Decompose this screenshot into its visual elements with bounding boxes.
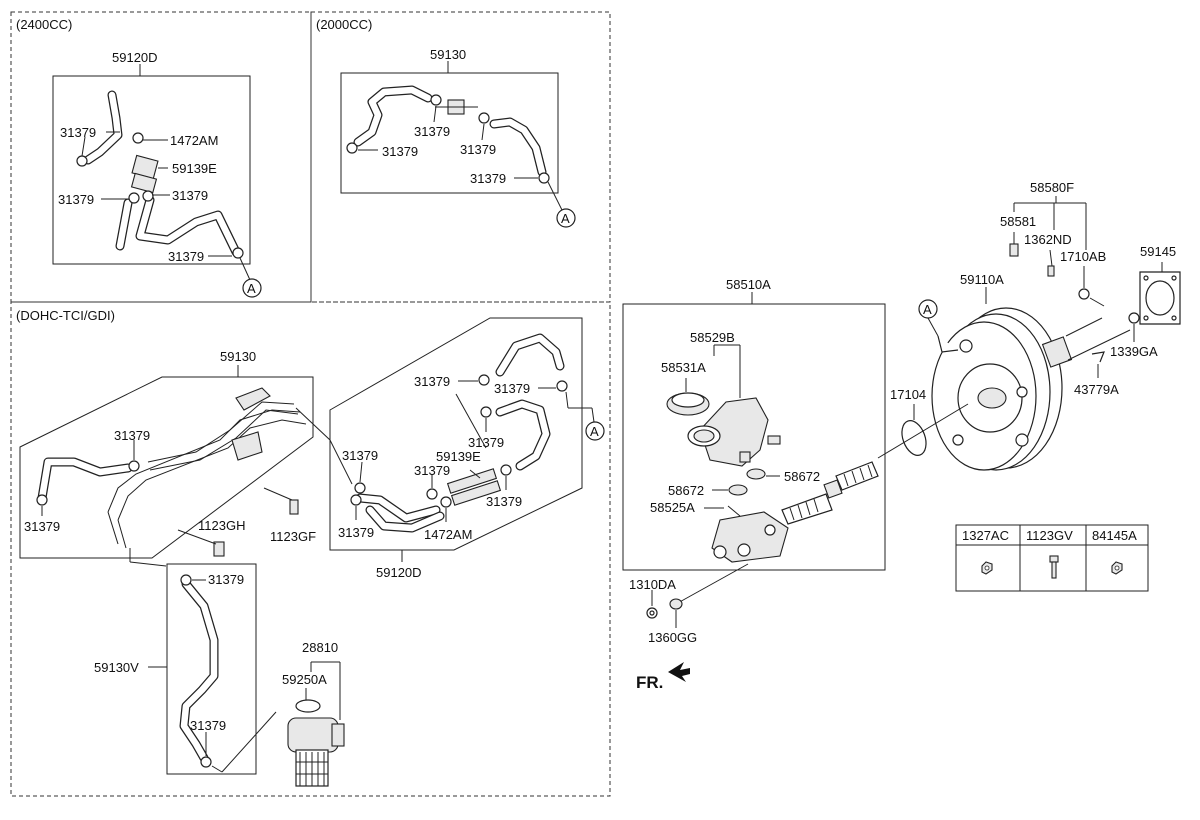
- label-58580F: 58580F: [1030, 180, 1074, 195]
- label-31379-b2: 31379: [414, 124, 450, 139]
- label-58529B: 58529B: [690, 330, 735, 345]
- callout-a-4: A: [923, 302, 932, 317]
- frame-2400cc: [10, 11, 312, 303]
- label-31379-a3: 31379: [172, 188, 208, 203]
- label-31379-c5: 31379: [468, 435, 504, 450]
- section-dohc: (DOHC-TCI/GDI): [16, 308, 115, 323]
- group-2000cc: 59130 31379 31379 31379 31379 A: [340, 47, 576, 228]
- label-1710AB: 1710AB: [1060, 249, 1106, 264]
- section-2400cc: (2400CC): [16, 17, 72, 32]
- label-31379-b4: 31379: [470, 171, 506, 186]
- label-31379-c9: 31379: [338, 525, 374, 540]
- callout-a-2: A: [561, 211, 570, 226]
- fr-indicator: FR.: [636, 662, 690, 692]
- table-header-1327AC: 1327AC: [962, 528, 1009, 543]
- label-59139E-c: 59139E: [436, 449, 481, 464]
- label-31379-c2: 31379: [24, 519, 60, 534]
- label-59120D-top: 59120D: [112, 50, 158, 65]
- group-17104: 17104: [877, 387, 969, 459]
- fr-label: FR.: [636, 673, 663, 692]
- label-59130-c: 59130: [220, 349, 256, 364]
- label-59110A: 59110A: [960, 272, 1004, 287]
- table-header-84145A: 84145A: [1092, 528, 1137, 543]
- label-59139E-a: 59139E: [172, 161, 217, 176]
- group-59110A: 59110A A: [918, 272, 1131, 471]
- label-31379-c10: 31379: [208, 572, 244, 587]
- bolt-head-icon: [1049, 555, 1059, 563]
- bolt-shank-icon: [1051, 561, 1057, 579]
- label-31379-b3: 31379: [460, 142, 496, 157]
- label-58672-b: 58672: [668, 483, 704, 498]
- label-1310DA: 1310DA: [629, 577, 676, 592]
- label-31379-c6: 31379: [342, 448, 378, 463]
- fr-arrow-icon: [668, 662, 690, 682]
- group-28810: 28810 59250A: [282, 640, 345, 787]
- label-31379-a4: 31379: [168, 249, 204, 264]
- label-1472AM-a: 1472AM: [170, 133, 218, 148]
- hardware-table: 1327AC 1123GV 84145A: [955, 524, 1149, 592]
- label-59130V: 59130V: [94, 660, 139, 675]
- label-59250A: 59250A: [282, 672, 327, 687]
- label-31379-c7: 31379: [414, 463, 450, 478]
- label-31379-a2: 31379: [58, 192, 94, 207]
- group-59130V: 59130V 31379 31379: [94, 563, 277, 775]
- label-31379-c3: 31379: [414, 374, 450, 389]
- label-1362ND: 1362ND: [1024, 232, 1072, 247]
- label-31379-b1: 31379: [382, 144, 418, 159]
- label-31379-c11: 31379: [190, 718, 226, 733]
- group-dohc-59120D: 59120D 31379 31379 31379 31379 59139E 31…: [295, 317, 605, 580]
- label-28810: 28810: [302, 640, 338, 655]
- label-1360GG: 1360GG: [648, 630, 697, 645]
- label-43779A: 43779A: [1074, 382, 1119, 397]
- group-fasteners-bottom: 1310DA 1360GG: [629, 563, 749, 645]
- label-1123GF: 1123GF: [270, 529, 316, 544]
- label-58531A: 58531A: [661, 360, 706, 375]
- group-2400cc: 59120D 31379 1472AM 59139E 31379 31379 3…: [52, 50, 262, 298]
- label-1472AM-c: 1472AM: [424, 527, 472, 542]
- label-59120D-c: 59120D: [376, 565, 422, 580]
- callout-a-3: A: [590, 424, 599, 439]
- group-1339GA: 1339GA 43779A: [1074, 312, 1158, 397]
- label-31379-c4: 31379: [494, 381, 530, 396]
- group-dohc-59130: 59130 31379 31379 1123GF 1123GH: [19, 349, 316, 567]
- label-1339GA: 1339GA: [1110, 344, 1158, 359]
- callout-a-1: A: [247, 281, 256, 296]
- label-58672-a: 58672: [784, 469, 820, 484]
- frame-dohc: [10, 301, 611, 797]
- label-31379-c1: 31379: [114, 428, 150, 443]
- label-58510A: 58510A: [726, 277, 771, 292]
- label-1123GH: 1123GH: [198, 518, 245, 533]
- section-2000cc: (2000CC): [316, 17, 372, 32]
- label-17104: 17104: [890, 387, 926, 402]
- label-31379-c8: 31379: [486, 494, 522, 509]
- label-58581: 58581: [1000, 214, 1036, 229]
- label-58525A: 58525A: [650, 500, 695, 515]
- label-31379-a1: 31379: [60, 125, 96, 140]
- table-header-1123GV: 1123GV: [1026, 528, 1073, 543]
- group-58510A: 58510A 58529B 58531A 58672 58672 58525A: [622, 277, 886, 571]
- label-59130-b: 59130: [430, 47, 466, 62]
- group-59145: 59145: [1139, 244, 1181, 325]
- group-58580F: 58580F 58581 1362ND 1710AB: [1000, 180, 1106, 307]
- label-59145: 59145: [1140, 244, 1176, 259]
